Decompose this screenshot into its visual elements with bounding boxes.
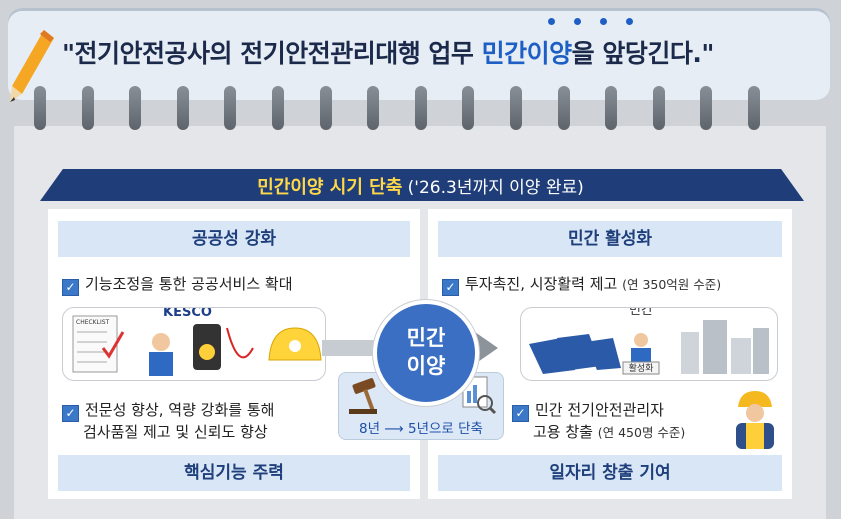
checkbox-icon: ✓ [512, 405, 529, 422]
period-reduction-text: 8년 ⟶ 5년으로 단축 [359, 421, 483, 437]
ribbon-main: 민간이양 시기 단축 [257, 177, 403, 198]
title-highlight: 민간이양 [481, 39, 573, 68]
left-item-1: ✓ 기능조정을 통한 공공서비스 확대 [62, 273, 293, 296]
svg-text:KESCO: KESCO [163, 308, 212, 320]
right-item-2: ✓ 민간 전기안전관리자 [512, 399, 664, 422]
right-item-1-note: (연 350억원 수준) [622, 277, 722, 292]
gavel-icon [349, 378, 377, 414]
right-item-1: ✓ 투자촉진, 시장활력 제고 (연 350억원 수준) [442, 273, 721, 296]
private-illustration: 민간 활성화 [520, 300, 778, 381]
pencil-icon [10, 30, 54, 102]
circle-line-1: 민간 [406, 326, 446, 350]
checkbox-icon: ✓ [442, 279, 459, 296]
solar-buildings-icon: 민간 활성화 [529, 300, 769, 375]
inspection-illustration: CHECKLIST KESCO [62, 305, 326, 381]
emphasis-dots [548, 18, 638, 28]
right-panel: 민간 활성화 ✓ 투자촉진, 시장활력 제고 (연 350억원 수준) 민간 활성… [428, 209, 792, 499]
right-item-2-note: (연 450명 수준) [597, 425, 686, 440]
svg-text:CHECKLIST: CHECKLIST [76, 319, 110, 326]
circle-line-2: 이양 [406, 354, 446, 378]
private-transfer-circle: 민간 이양 [373, 300, 479, 406]
left-item-2-line1: 전문성 향상, 역량 강화를 통해 [85, 401, 275, 419]
header-banner [8, 8, 830, 100]
title-prefix: "전기안전공사의 전기안전관리대행 업무 [62, 39, 482, 68]
ribbon-text: 민간이양 시기 단축 ('26.3년까지 이양 완료) [0, 173, 841, 199]
left-item-2: ✓ 전문성 향상, 역량 강화를 통해 [62, 399, 274, 422]
public-strengthening-header: 공공성 강화 [58, 221, 410, 257]
left-item-1-text: 기능조정을 통한 공공서비스 확대 [85, 275, 293, 293]
core-function-header: 핵심기능 주력 [58, 455, 410, 491]
svg-text:민간: 민간 [629, 308, 653, 318]
inspection-tools-icon: CHECKLIST KESCO [72, 305, 322, 376]
binder-rings [34, 86, 814, 132]
right-item-1-text: 투자촉진, 시장활력 제고 [465, 275, 618, 293]
report-magnifier-icon [462, 376, 497, 415]
right-item-2b: 고용 창출 (연 450명 수준) [533, 421, 685, 442]
ribbon-sub: ('26.3년까지 이양 완료) [402, 178, 584, 198]
job-creation-header: 일자리 창출 기여 [438, 455, 782, 491]
svg-text:활성화: 활성화 [629, 362, 654, 374]
right-item-2-line1: 민간 전기안전관리자 [535, 401, 664, 419]
page-title: "전기안전공사의 전기안전관리대행 업무 민간이양을 앞당긴다." [62, 34, 714, 70]
title-suffix: 을 앞당긴다." [571, 39, 715, 68]
ribbon-banner [40, 169, 804, 201]
checkbox-icon: ✓ [62, 279, 79, 296]
right-item-2-line2: 고용 창출 [533, 423, 593, 441]
left-item-2b: 검사품질 제고 및 신뢰도 향상 [83, 423, 268, 441]
worker-icon [736, 391, 774, 449]
private-activation-header: 민간 활성화 [438, 221, 782, 257]
checkbox-icon: ✓ [62, 405, 79, 422]
